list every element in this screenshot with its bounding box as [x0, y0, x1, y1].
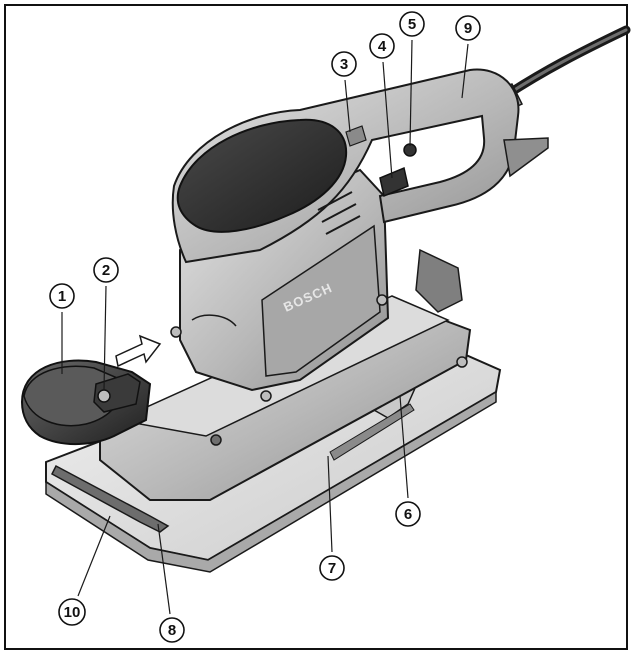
svg-text:6: 6 — [404, 506, 412, 523]
callout-7: 7 — [319, 555, 345, 581]
svg-text:1: 1 — [58, 288, 66, 305]
palm-grip — [176, 118, 348, 233]
callout-9: 9 — [455, 15, 481, 41]
callout-8: 8 — [159, 617, 185, 643]
paper-clamp-front — [51, 464, 170, 533]
callout-2: 2 — [93, 257, 119, 283]
leader-line-7 — [327, 455, 333, 553]
insert-direction-arrow-icon — [115, 334, 162, 368]
screw-icon — [210, 434, 222, 446]
svg-text:9: 9 — [464, 20, 472, 37]
svg-text:5: 5 — [408, 16, 416, 33]
svg-text:10: 10 — [64, 604, 81, 621]
speed-wheel — [345, 125, 367, 147]
vent-slot — [321, 203, 357, 223]
leader-line-6 — [399, 395, 409, 499]
leader-line-3 — [344, 79, 351, 133]
sanding-pad — [45, 390, 497, 573]
rear-dust-port — [415, 248, 463, 313]
leader-line-10 — [77, 515, 111, 597]
motor-housing-front — [261, 224, 381, 377]
leader-line-5 — [409, 39, 413, 147]
callout-markers: 1 2 3 4 5 6 7 8 9 10 — [49, 11, 481, 643]
svg-text:4: 4 — [378, 38, 387, 55]
screw-icon — [376, 294, 388, 306]
on-off-switch — [379, 166, 409, 198]
svg-text:7: 7 — [328, 560, 336, 577]
svg-text:2: 2 — [102, 262, 110, 279]
handle-rear-guard — [503, 137, 549, 178]
callout-6: 6 — [395, 501, 421, 527]
leader-line-8 — [157, 523, 171, 615]
leader-line-2 — [103, 285, 107, 391]
leader-line-9 — [461, 43, 469, 99]
clamp-side-rail — [329, 403, 415, 461]
callout-10: 10 — [58, 598, 86, 626]
adapter-socket-icon — [97, 389, 111, 403]
vent-slot — [317, 191, 353, 211]
power-cord-highlight — [503, 28, 628, 98]
callout-1: 1 — [49, 283, 75, 309]
callout-5: 5 — [399, 11, 425, 37]
leader-lines — [61, 39, 469, 615]
callout-3: 3 — [331, 51, 357, 77]
screw-icon — [456, 356, 468, 368]
screw-icon — [260, 390, 272, 402]
screw-icon — [170, 326, 182, 338]
vent-slot — [325, 215, 361, 235]
leader-line-4 — [382, 61, 393, 179]
svg-text:8: 8 — [168, 622, 176, 639]
callout-4: 4 — [369, 33, 395, 59]
svg-text:3: 3 — [340, 56, 348, 73]
extraction-adapter-port — [191, 314, 237, 327]
